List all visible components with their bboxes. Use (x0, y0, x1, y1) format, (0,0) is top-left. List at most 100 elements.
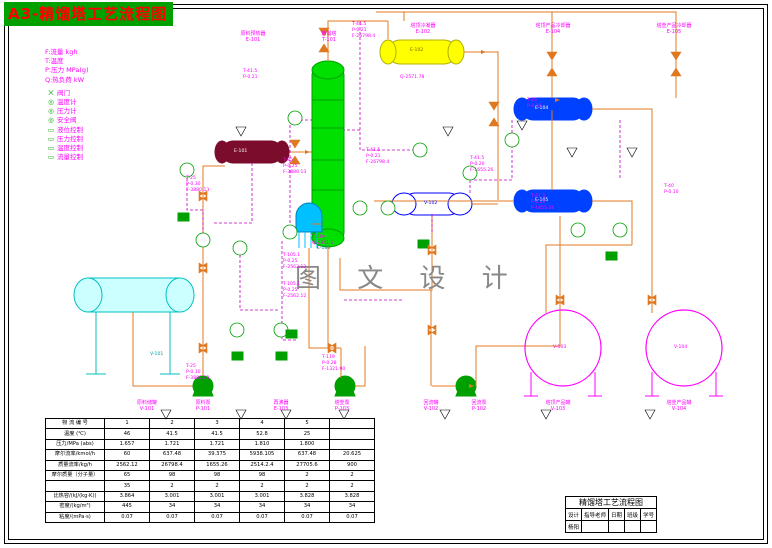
exchanger-tag-E-105: E-105 (535, 198, 549, 203)
legend-unit-2: P:压力 MPa(g) (45, 66, 89, 75)
stream-label: F-26798.4 (366, 160, 390, 165)
pressure-gauge-icon: ◎ (48, 107, 54, 116)
inner-frame (8, 8, 764, 540)
table-cell: 2 (329, 480, 375, 492)
stream-label: P-0.21 (366, 154, 381, 159)
stream-label: F-2562.12 (283, 265, 307, 270)
table-cell: 1.810 (239, 438, 285, 451)
stream-label: T-105.1 (283, 253, 301, 258)
drum-tag-V-102: V-102 (424, 201, 438, 206)
stream-label: P-0.30 (186, 182, 201, 187)
stream-label: P-0.20 (531, 200, 546, 205)
table-cell: 1.800 (284, 438, 330, 451)
stream-label: P-0.10 (664, 190, 679, 195)
legend-item-lc: ▭液位控制 (45, 126, 89, 135)
legend-item-temp: ◎温度计 (45, 98, 89, 107)
stream-label: T-41.5 (366, 148, 381, 153)
legend-item-tc: ▭温度控制 (45, 144, 89, 153)
stream-label: T-41.5 (352, 22, 367, 27)
table-cell: 1.657 (104, 438, 150, 451)
title-block-label-0: 设计 (564, 508, 583, 521)
table-cell: 0.07 (239, 511, 285, 523)
table-cell: 3.828 (329, 490, 375, 503)
stream-label: T-25 (527, 98, 537, 103)
table-header-cell: 2 (149, 417, 195, 430)
table-cell: 1655.26 (194, 459, 240, 471)
stream-label: F-3880.13 (283, 170, 307, 175)
exchanger-tag-E-104: E-104 (535, 106, 549, 111)
table-cell: 20.625 (329, 449, 375, 461)
stream-label: T-41.5 (243, 69, 258, 74)
valve-icon: ⨉ (48, 88, 54, 97)
stream-label: F-1655.26 (531, 206, 555, 211)
stream-label: T-85 (283, 158, 293, 163)
legend-item-fc: ▭流量控制 (45, 153, 89, 162)
table-cell: 1.721 (149, 438, 195, 451)
table-cell: 0.07 (149, 511, 195, 523)
legend: F:流量 kgh T:温度 P:压力 MPa(g) Q:热负荷 kW ⨉阀门 ◎… (45, 48, 89, 162)
stream-label: P-0.25 (283, 259, 298, 264)
stream-label: T-41.5 (531, 194, 546, 199)
stream-label: T-105.1 (283, 282, 301, 287)
legend-unit-3: Q:热负荷 kW (45, 75, 85, 84)
stream-label: P-0.30 (527, 104, 542, 109)
table-cell: 2 (149, 480, 195, 492)
stream-label: P-0.20 (470, 162, 485, 167)
table-header-cell: 4 (239, 417, 285, 430)
tank-tag-V-104: V-104 (674, 345, 688, 350)
table-cell: 34 (329, 501, 375, 513)
table-cell: 5938.105 (239, 449, 285, 461)
table-cell: 98 (194, 469, 240, 482)
title-block-cell-2 (608, 520, 626, 533)
table-cell: 60 (104, 449, 150, 461)
legend-item-press: ◎压力计 (45, 107, 89, 116)
table-header-cell (329, 417, 375, 430)
table-cell: 2514.2.4 (239, 459, 285, 471)
stream-label: T-119 (312, 235, 325, 240)
table-cell: 2562.12 (104, 459, 150, 471)
table-cell: 25 (284, 428, 330, 440)
table-cell: 温度 (℃) (45, 428, 105, 440)
table-cell: 2 (284, 480, 330, 492)
table-cell: 1.721 (194, 438, 240, 451)
table-cell: 0.07 (104, 511, 150, 523)
title-block-label-2: 日期 (608, 508, 626, 521)
table-cell: 34 (149, 501, 195, 513)
legend-item-pc: ▭压力控制 (45, 135, 89, 144)
tank-tag-V-101: V-101 (150, 352, 164, 357)
stream-label: P-0.21 (243, 75, 258, 80)
table-cell (329, 438, 375, 451)
legend-item-safety: ◎安全阀 (45, 116, 89, 125)
stream-label: P-0.21 (352, 28, 367, 33)
table-cell: 密度/(kg/m³) (45, 501, 105, 513)
table-cell: 900 (329, 459, 375, 471)
table-cell: 637.48 (149, 449, 195, 461)
table-cell: 637.48 (284, 449, 330, 461)
stream-label: F-1321.90 (322, 367, 346, 372)
exchanger-tag-E-101: E-101 (234, 149, 248, 154)
stream-label: P-0.28 (322, 361, 337, 366)
table-cell: 52.8 (239, 428, 285, 440)
table-cell (329, 428, 375, 440)
table-cell: 压力/MPa (abs) (45, 438, 105, 451)
table-cell: 34 (194, 501, 240, 513)
stream-label: T-25 (186, 364, 196, 369)
stream-label: T-119 (322, 355, 335, 360)
outer-frame (4, 4, 768, 544)
table-cell: 摩尔流率/kmol/h (45, 449, 105, 461)
